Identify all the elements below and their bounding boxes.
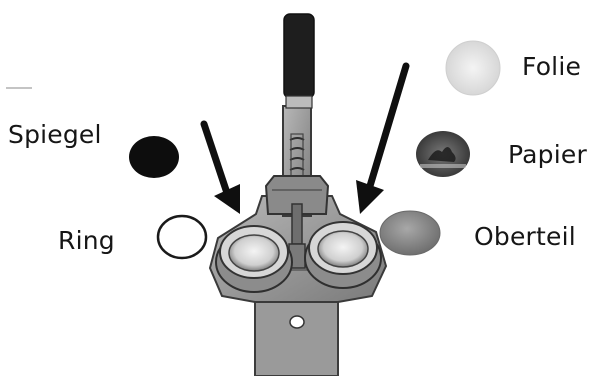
- spiegel-disc: [129, 136, 179, 178]
- left-die-cup: [216, 226, 292, 292]
- label-papier: Papier: [508, 140, 587, 169]
- right-die-cup: [305, 222, 381, 288]
- label-spiegel: Spiegel: [8, 120, 102, 149]
- arrow-left: [204, 124, 240, 214]
- ring-disc: [158, 216, 206, 258]
- base-hole: [290, 316, 304, 328]
- oberteil-disc: [380, 211, 440, 255]
- press-base-plate: [255, 300, 338, 376]
- label-oberteil: Oberteil: [474, 222, 576, 251]
- label-ring: Ring: [58, 226, 115, 255]
- label-folie: Folie: [522, 52, 581, 81]
- arrow-right: [356, 66, 406, 214]
- folie-disc: [446, 41, 500, 95]
- papier-disc: [416, 131, 470, 177]
- press-handle: [284, 14, 314, 108]
